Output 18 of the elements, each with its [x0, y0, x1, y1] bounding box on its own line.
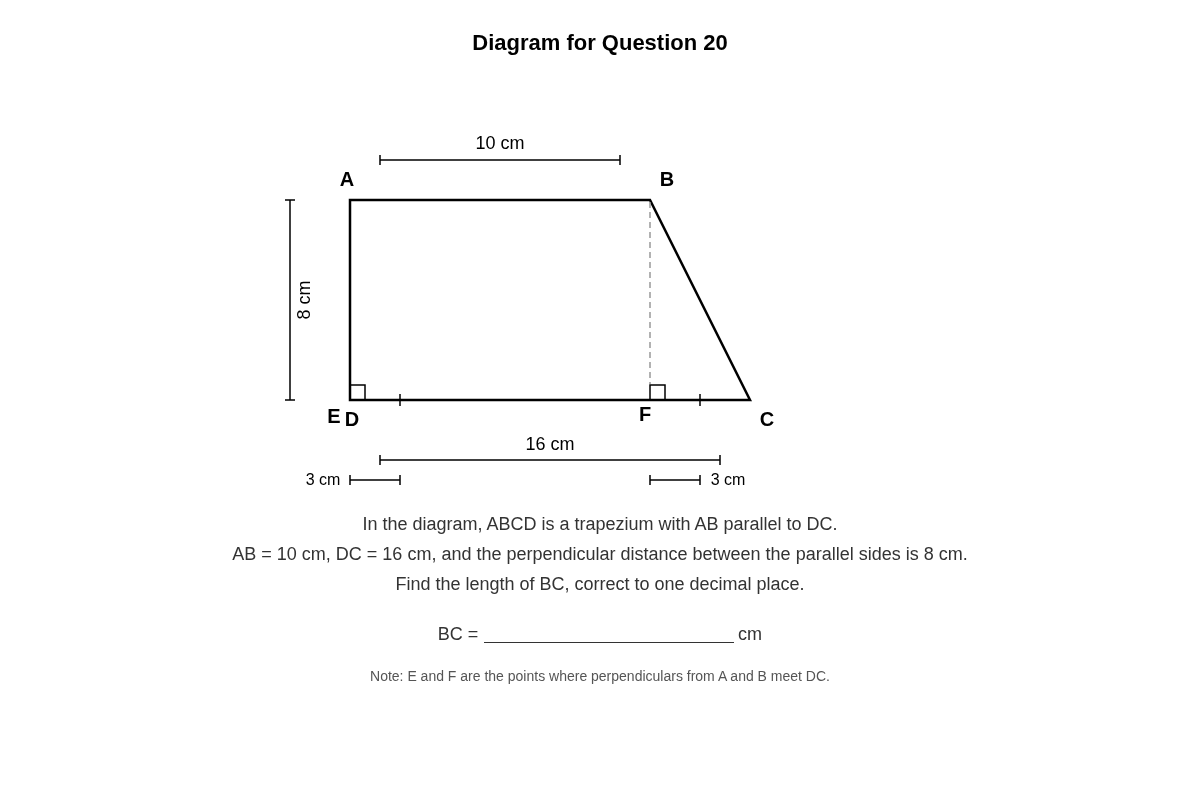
vertex-label: B [659, 167, 675, 191]
note-text: Note: E and F are the points where perpendiculars from A and B meet DC. [370, 668, 830, 684]
answer-prompt: BC = [437, 623, 479, 645]
dimension-label: 10 cm [475, 132, 525, 154]
vertex-label: F [638, 402, 652, 426]
question-text: AB = 10 cm, DC = 16 cm, and the perpendicular distance between the parallel sides is 8 cm. [232, 543, 968, 565]
diagram-title: Diagram for Question 20 [472, 30, 728, 56]
vertex-label: C [759, 407, 775, 431]
vertex-label: D [344, 407, 360, 431]
unit-label: cm [738, 623, 762, 645]
question-text: Find the length of BC, correct to one decimal place. [395, 573, 805, 595]
dimension-label: 3 cm [710, 471, 746, 489]
dimension-label: 16 cm [525, 433, 575, 455]
dimension-label: 3 cm [305, 471, 341, 489]
dimension-label: 8 cm [293, 280, 315, 320]
vertex-label: A [339, 167, 355, 191]
vertex-label: E [327, 404, 341, 428]
question-text: In the diagram, ABCD is a trapezium with AB parallel to DC. [362, 513, 838, 535]
